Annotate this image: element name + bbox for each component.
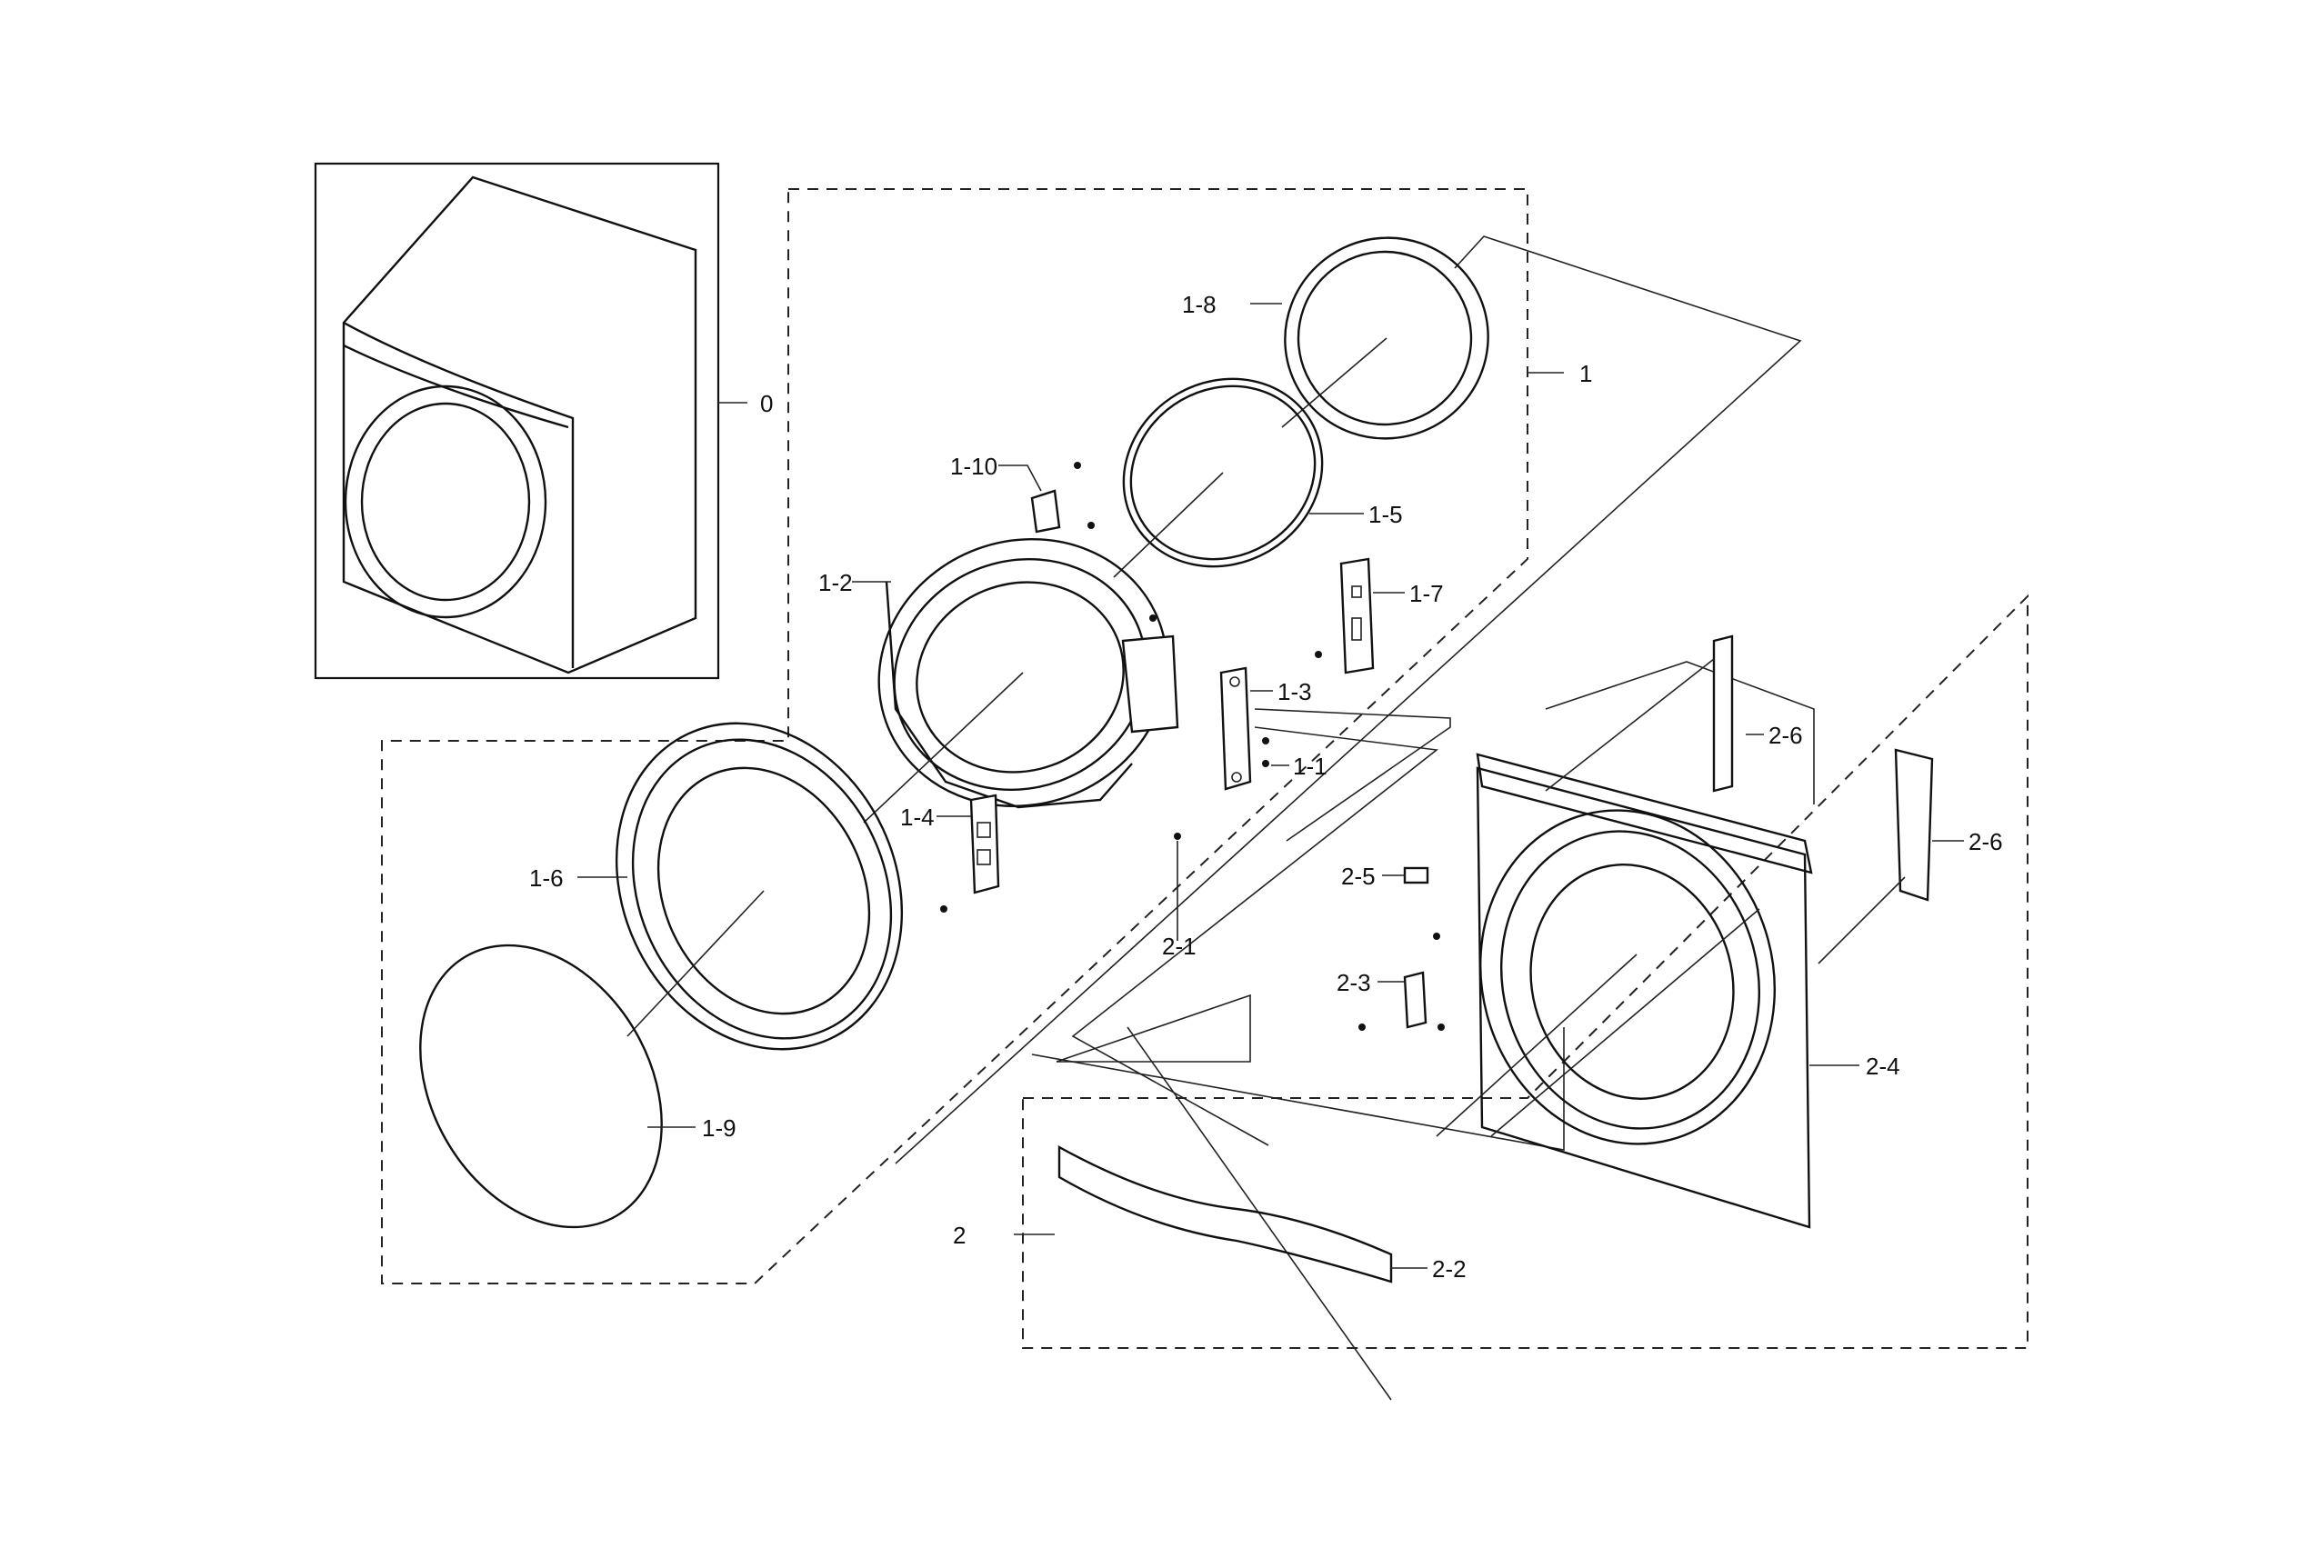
label-2-6-lower: 2-6 [1968,828,2003,855]
part-1-8-door-cover [1250,236,1489,440]
part-1-9-door-glass [419,944,696,1229]
label-1-8: 1-8 [1182,291,1217,318]
group-2-boundary [1022,594,2028,1349]
label-2-3: 2-3 [1337,969,1371,996]
dryer-door-inner [360,402,531,602]
label-0: 0 [760,390,773,417]
label-2-5: 2-5 [1341,863,1376,890]
part-1-2-door-frame [852,537,1179,824]
part-1-6-door-rim [577,722,904,1051]
part-2-6-bracket-lower [1818,748,1964,964]
part-1-1-screws [1262,737,1289,767]
part-2-2-kick-plate [1057,1144,1427,1283]
part-1-10-clip [998,462,1095,534]
part-2-6-bracket-upper [1545,634,1764,793]
dryer-frame-box [314,162,720,680]
label-2-2: 2-2 [1432,1255,1467,1283]
label-1-7: 1-7 [1409,580,1444,607]
label-2-4: 2-4 [1866,1053,1900,1080]
label-1-4: 1-4 [900,804,935,831]
part-1-5-gasket [1113,377,1364,578]
part-2-1-screw [1174,833,1181,941]
label-2: 2 [953,1222,966,1249]
part-2-4-front-panel [1436,753,1859,1229]
bracket-group-2-d [1545,661,1815,804]
label-1-3: 1-3 [1277,678,1312,705]
label-1-6: 1-6 [529,864,564,892]
part-1-3-hinge [1071,666,1451,1146]
part-2-3-bracket [1358,971,1427,1031]
label-1-2: 1-2 [818,569,853,596]
label-1-10: 1-10 [950,453,997,480]
bracket-group-2-a [1056,994,1251,1063]
bracket-group-1 [895,235,1802,1164]
label-2-1: 2-1 [1162,933,1197,960]
part-1-7-hinge-plate [1315,557,1405,674]
label-1-5: 1-5 [1368,501,1403,528]
part-2-5-switch [1382,866,1445,1031]
dryer-body-outline [342,175,697,674]
label-1-9: 1-9 [702,1114,736,1142]
part-1-4-latch [937,794,1000,913]
label-1-1: 1-1 [1293,753,1327,780]
part-0-dryer-assembly [314,162,747,680]
label-1: 1 [1579,360,1592,387]
dryer-front-edge [343,321,575,668]
dryer-door-outer [344,385,547,619]
label-2-6-upper: 2-6 [1768,722,1803,749]
bracket-group-2-b [1031,1027,1565,1151]
